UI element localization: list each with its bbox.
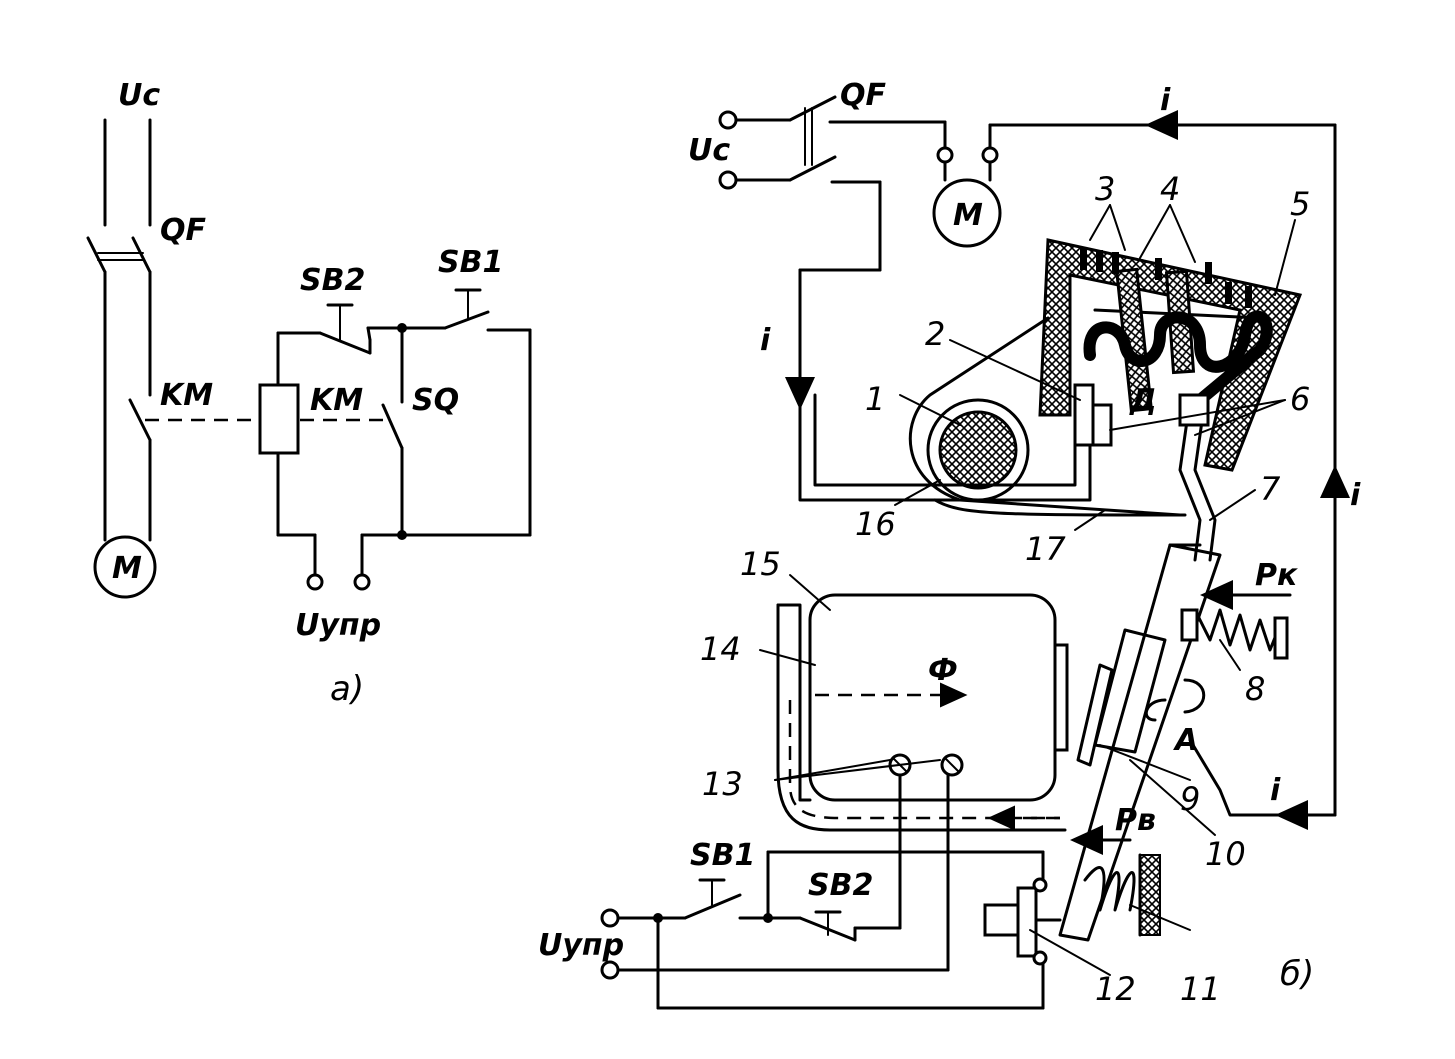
supply-label: Uc [118, 78, 160, 113]
button-sb2-label: SB2 [300, 263, 365, 298]
arc-chute [1038, 238, 1303, 472]
part-number-5: 5 [1290, 185, 1310, 223]
part-number-9: 9 [1180, 780, 1200, 818]
part-number-2: 2 [925, 315, 945, 353]
force-return-label: Pв [1115, 803, 1156, 838]
blowout-core [938, 410, 1018, 490]
breaker-label: QF [160, 213, 207, 248]
limit-switch-label: SQ [412, 383, 459, 418]
part-number-1: 1 [865, 380, 885, 418]
point-label: A [1173, 723, 1198, 758]
arc-label: Д [1129, 383, 1157, 418]
part-number-7: 7 [1260, 470, 1281, 508]
button-sb1-label-b: SB1 [690, 838, 755, 873]
return-spring [1083, 866, 1136, 912]
current-label-left: i [760, 323, 771, 358]
part-number-16: 16 [855, 505, 896, 543]
contactor-contact-label: KM [160, 378, 213, 413]
button-sb1-label: SB1 [438, 245, 503, 280]
caption-b: б) [1280, 954, 1314, 994]
part-number-8: 8 [1245, 670, 1265, 708]
contact-spring [1193, 608, 1282, 652]
part-number-15: 15 [740, 545, 781, 583]
magnetic-circuit [908, 316, 1182, 517]
current-label-top: i [1160, 83, 1171, 118]
motor-symbol [93, 535, 157, 599]
contactor-main-contact [128, 398, 152, 442]
control-voltage-label: Uупр [295, 608, 381, 643]
breaker-label-b: QF [840, 78, 887, 113]
contactor-coil [258, 383, 300, 455]
part-number-3: 3 [1095, 170, 1115, 208]
current-label-right: i [1350, 478, 1361, 513]
control-voltage-label-b: Uупр [538, 928, 624, 963]
supply-label-b: Uc [688, 133, 730, 168]
part-number-12: 12 [1095, 970, 1136, 1008]
motor-label: M [112, 551, 142, 586]
part-number-4: 4 [1160, 170, 1180, 208]
flux-label: Ф [928, 653, 958, 688]
control-circuit-a [258, 288, 532, 591]
part-number-14: 14 [700, 630, 741, 668]
button-sb2-label-b: SB2 [808, 868, 873, 903]
breaker-qf [86, 236, 152, 542]
coil-label: KM [310, 383, 363, 418]
contact-lever [1058, 543, 1222, 942]
caption-a: a) [330, 669, 364, 709]
part-number-17: 17 [1025, 530, 1066, 568]
part-number-11: 11 [1180, 970, 1221, 1008]
current-label-bottom: i [1270, 773, 1281, 808]
electromagnet-coil [808, 593, 1057, 802]
part-number-6: 6 [1290, 380, 1310, 418]
force-contact-label: Pк [1255, 558, 1298, 593]
figure-b: QF Uc i M i i Д [538, 78, 1361, 1010]
motor-symbol-b [932, 178, 1002, 248]
part-number-13: 13 [702, 765, 743, 803]
figure-a: Uc QF KM M [86, 78, 532, 709]
motor-label-b: M [953, 198, 983, 233]
part-number-10: 10 [1205, 835, 1246, 873]
